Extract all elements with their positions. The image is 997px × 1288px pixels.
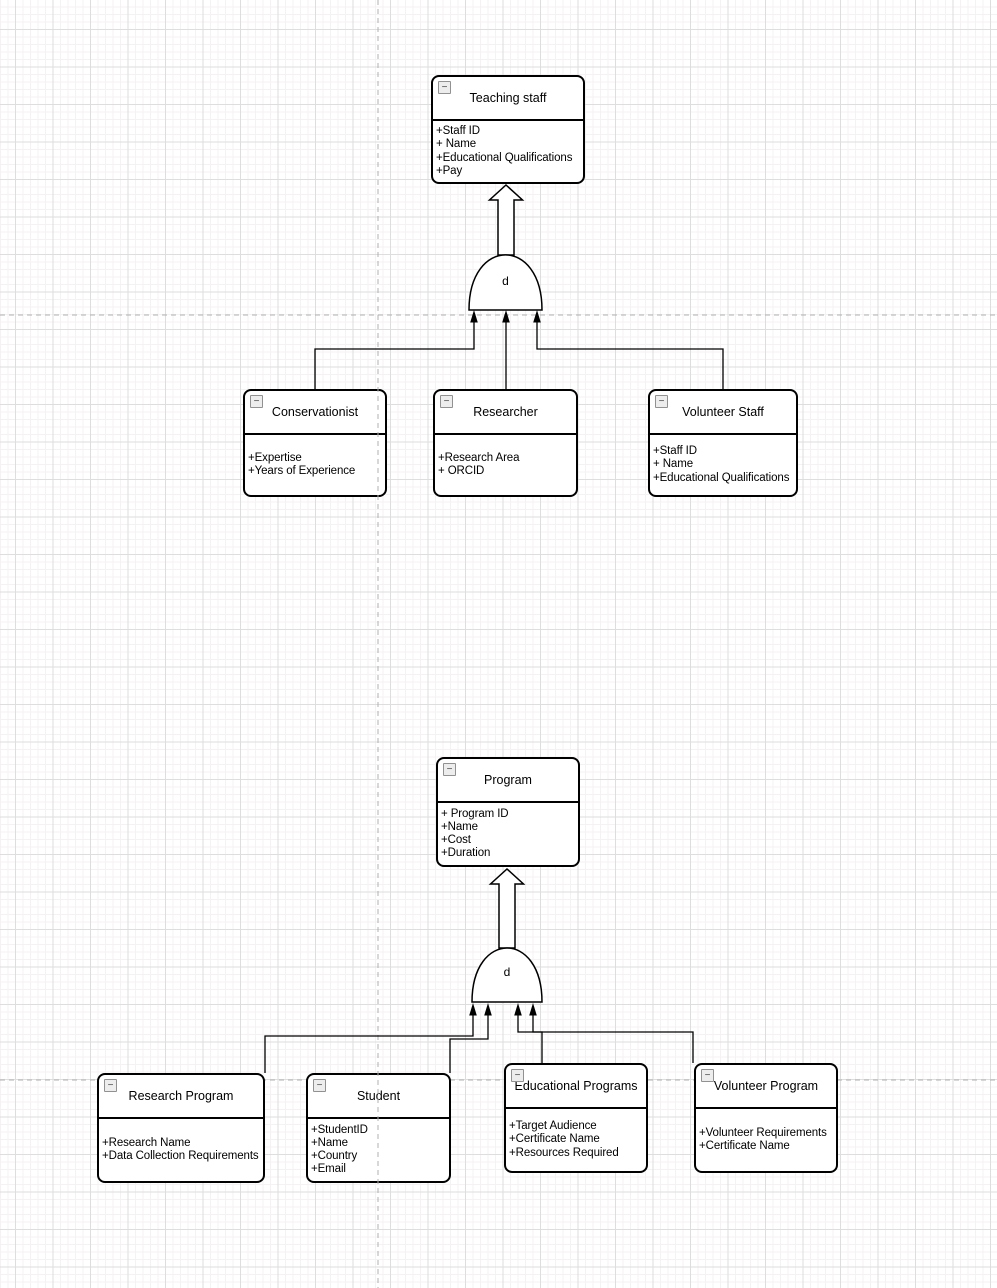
attribute-row: +Research Name: [102, 1136, 191, 1149]
class-title-row: − Volunteer Staff: [650, 391, 796, 435]
attribute-row: +Name: [311, 1136, 348, 1149]
attribute-row: +Certificate Name: [699, 1140, 790, 1152]
disjoint-label-top: d: [502, 274, 509, 288]
connector-research-program[interactable]: [264, 1015, 474, 1073]
class-attributes: +Research Name +Data Collection Requirem…: [99, 1119, 263, 1181]
class-title-row: − Student: [308, 1075, 449, 1119]
arrowhead: [484, 1003, 492, 1016]
class-attributes: +Target Audience +Certificate Name +Reso…: [506, 1109, 646, 1171]
disjoint-label-bottom: d: [503, 965, 511, 979]
attribute-row: +Pay: [436, 164, 463, 177]
class-title-row: − Research Program: [99, 1075, 263, 1119]
attribute-row: +Years of Experience: [248, 465, 356, 477]
collapse-icon[interactable]: −: [438, 81, 451, 94]
class-title-row: − Educational Programs: [506, 1065, 646, 1109]
collapse-icon[interactable]: −: [511, 1069, 524, 1082]
class-box-conservationist[interactable]: − Conservationist +Expertise +Years of E…: [243, 389, 387, 497]
collapse-icon[interactable]: −: [250, 395, 263, 408]
attribute-row: +StudentID: [311, 1123, 368, 1136]
class-attributes: + Program ID +Name +Cost +Duration: [438, 803, 578, 865]
collapse-icon[interactable]: −: [104, 1079, 117, 1092]
collapse-icon[interactable]: −: [443, 763, 456, 776]
arrowhead: [502, 310, 510, 323]
connector-volunteer-staff[interactable]: [536, 322, 724, 389]
class-attributes: +Research Area + ORCID: [435, 435, 576, 495]
attribute-row: + Name: [436, 138, 476, 151]
arrowhead: [529, 1003, 537, 1016]
class-box-research-program[interactable]: − Research Program +Research Name +Data …: [97, 1073, 265, 1183]
arrowhead: [514, 1003, 522, 1016]
collapse-icon[interactable]: −: [701, 1069, 714, 1082]
attribute-row: +Email: [311, 1163, 346, 1176]
class-box-researcher[interactable]: − Researcher +Research Area + ORCID: [433, 389, 578, 497]
class-attributes: +Staff ID + Name +Educational Qualificat…: [433, 121, 583, 182]
class-title: Program: [484, 773, 532, 787]
arrowhead: [469, 1003, 477, 1016]
class-title: Conservationist: [271, 405, 359, 419]
attribute-row: +Volunteer Requirements: [699, 1126, 827, 1139]
attribute-row: +Staff ID: [436, 125, 480, 138]
class-title-row: − Researcher: [435, 391, 576, 435]
arrowhead: [533, 310, 541, 323]
class-title-row: − Conservationist: [245, 391, 385, 435]
attribute-row: + Name: [653, 458, 693, 471]
connector-educational-programs[interactable]: [517, 1015, 543, 1063]
attribute-row: +Educational Qualifications: [436, 151, 573, 164]
collapse-icon[interactable]: −: [313, 1079, 326, 1092]
class-title-row: − Volunteer Program: [696, 1065, 836, 1109]
attribute-row: +Educational Qualifications: [653, 471, 790, 484]
attribute-row: + ORCID: [438, 465, 485, 477]
class-box-educational-programs[interactable]: − Educational Programs +Target Audience …: [504, 1063, 648, 1173]
attribute-row: +Country: [311, 1150, 358, 1162]
connector-conservationist[interactable]: [314, 322, 475, 389]
attribute-row: +Certificate Name: [509, 1133, 600, 1146]
class-box-volunteer-staff[interactable]: − Volunteer Staff +Staff ID + Name +Educ…: [648, 389, 798, 497]
class-title-row: − Teaching staff: [433, 77, 583, 121]
attribute-row: +Staff ID: [653, 445, 697, 458]
class-title: Educational Programs: [514, 1079, 638, 1093]
attribute-row: +Duration: [441, 847, 491, 860]
connector-student[interactable]: [449, 1015, 489, 1073]
collapse-icon[interactable]: −: [440, 395, 453, 408]
class-title-row: − Program: [438, 759, 578, 803]
class-attributes: +Expertise +Years of Experience: [245, 435, 385, 495]
attribute-row: +Expertise: [248, 451, 302, 464]
class-attributes: +StudentID +Name +Country +Email: [308, 1119, 449, 1181]
class-title: Research Program: [128, 1089, 234, 1103]
arrowhead: [470, 310, 478, 323]
class-attributes: +Staff ID + Name +Educational Qualificat…: [650, 435, 796, 495]
class-box-program[interactable]: − Program + Program ID +Name +Cost +Dura…: [436, 757, 580, 867]
attribute-row: +Target Audience: [509, 1120, 597, 1133]
generalization-block-arrow-bottom[interactable]: [488, 867, 526, 949]
connector-volunteer-program[interactable]: [532, 1015, 694, 1063]
class-box-volunteer-program[interactable]: − Volunteer Program +Volunteer Requireme…: [694, 1063, 838, 1173]
attribute-row: +Resources Required: [509, 1146, 619, 1159]
attribute-row: +Research Area: [438, 451, 520, 464]
class-title: Student: [356, 1089, 401, 1103]
class-title: Volunteer Program: [713, 1079, 819, 1093]
generalization-block-arrow-top[interactable]: [487, 183, 525, 256]
class-title: Researcher: [473, 405, 538, 419]
attribute-row: +Name: [441, 820, 478, 833]
class-title: Volunteer Staff: [682, 405, 764, 419]
collapse-icon[interactable]: −: [655, 395, 668, 408]
attribute-row: +Cost: [441, 834, 471, 846]
class-title: Teaching staff: [469, 91, 547, 105]
class-attributes: +Volunteer Requirements +Certificate Nam…: [696, 1109, 836, 1171]
class-box-student[interactable]: − Student +StudentID +Name +Country +Ema…: [306, 1073, 451, 1183]
attribute-row: + Program ID: [441, 807, 509, 820]
attribute-row: +Data Collection Requirements: [102, 1150, 259, 1162]
class-box-teaching-staff[interactable]: − Teaching staff +Staff ID + Name +Educa…: [431, 75, 585, 184]
